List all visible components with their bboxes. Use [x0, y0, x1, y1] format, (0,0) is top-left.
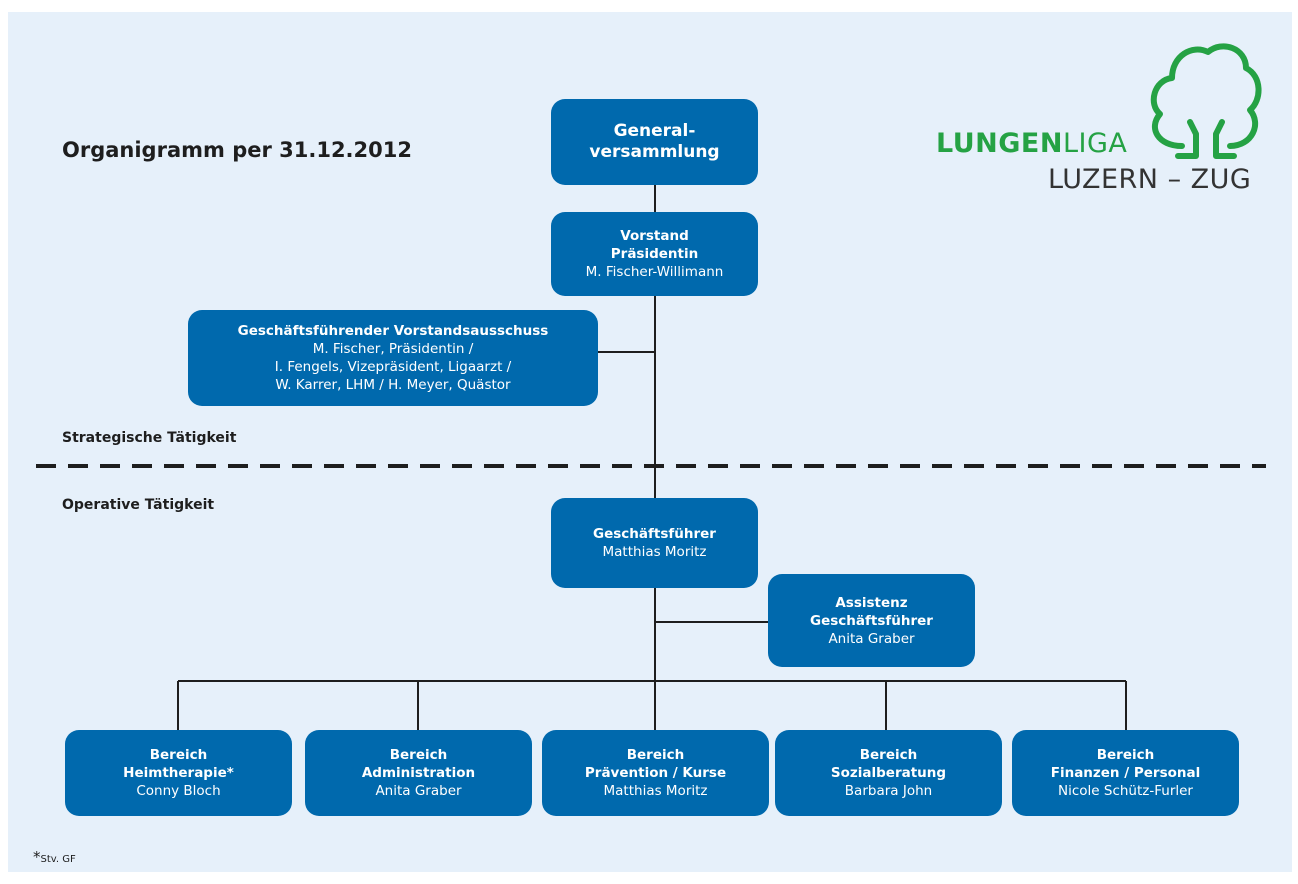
- vorstand-role2: Präsidentin: [610, 246, 699, 262]
- logo-word-bold: LUNGEN: [936, 128, 1063, 159]
- logo-subline: LUZERN – ZUG: [1048, 164, 1252, 195]
- box-vorstandsausschuss: Geschäftsführender Vorstandsausschuss M.…: [188, 310, 598, 406]
- bereich-area: Heimtherapie*: [123, 765, 234, 781]
- bereich-name: Barbara John: [844, 783, 933, 799]
- bereich-area: Sozialberatung: [830, 765, 947, 781]
- box-bereich-praevention: Bereich Prävention / Kurse Matthias Mori…: [542, 730, 769, 816]
- box-bereich-administration: Bereich Administration Anita Graber: [305, 730, 532, 816]
- box-generalversammlung: General- versammlung: [551, 99, 758, 185]
- ausschuss-line2: I. Fengels, Vizepräsident, Ligaarzt /: [274, 359, 512, 375]
- assistenz-role: Assistenz: [835, 594, 908, 611]
- ausschuss-line3: W. Karrer, LHM / H. Meyer, Quästor: [275, 377, 511, 393]
- box-bereich-sozialberatung: Bereich Sozialberatung Barbara John: [775, 730, 1002, 816]
- bereich-area: Prävention / Kurse: [584, 765, 727, 781]
- vorstand-name: M. Fischer-Willimann: [585, 264, 724, 280]
- section-strategic: Strategische Tätigkeit: [62, 430, 237, 446]
- bereich-label: Bereich: [149, 747, 208, 763]
- footnote: *Stv. GF: [33, 848, 76, 866]
- bereich-label: Bereich: [1096, 747, 1155, 763]
- bereich-name: Anita Graber: [375, 783, 462, 799]
- ausschuss-line1: M. Fischer, Präsidentin /: [312, 341, 474, 357]
- logo-word-light: LIGA: [1062, 128, 1128, 159]
- ausschuss-role: Geschäftsführender Vorstandsausschuss: [237, 323, 549, 339]
- bereich-label: Bereich: [389, 747, 448, 763]
- assistenz-role2: Geschäftsführer: [810, 612, 933, 629]
- bereich-label: Bereich: [859, 747, 918, 763]
- section-operative: Operative Tätigkeit: [62, 497, 215, 513]
- box-vorstand: Vorstand Präsidentin M. Fischer-Williman…: [551, 212, 758, 296]
- box-bereich-heimtherapie: Bereich Heimtherapie* Conny Bloch: [65, 730, 292, 816]
- bereich-area: Finanzen / Personal: [1050, 765, 1201, 781]
- box-geschaeftsfuehrer: Geschäftsführer Matthias Moritz: [551, 498, 758, 588]
- bereich-label: Bereich: [626, 747, 685, 763]
- gv-line1: General-: [613, 121, 696, 141]
- footnote-text: Stv. GF: [40, 854, 76, 865]
- vorstand-role: Vorstand: [620, 228, 689, 244]
- gf-name: Matthias Moritz: [602, 544, 707, 560]
- box-assistenz: Assistenz Geschäftsführer Anita Graber: [768, 574, 975, 667]
- bereich-name: Conny Bloch: [136, 783, 221, 799]
- gv-line2: versammlung: [589, 142, 720, 162]
- gf-role: Geschäftsführer: [593, 526, 716, 542]
- bereich-area: Administration: [361, 765, 476, 781]
- footnote-mark: *: [33, 848, 41, 866]
- tree-icon: [1150, 43, 1262, 159]
- bereich-name: Nicole Schütz-Furler: [1058, 783, 1193, 799]
- assistenz-name: Anita Graber: [828, 630, 915, 647]
- bereich-name: Matthias Moritz: [603, 783, 708, 799]
- box-bereich-finanzen: Bereich Finanzen / Personal Nicole Schüt…: [1012, 730, 1239, 816]
- logo-wordmark: LUNGENLIGA: [936, 128, 1127, 159]
- page-title: Organigramm per 31.12.2012: [62, 138, 412, 162]
